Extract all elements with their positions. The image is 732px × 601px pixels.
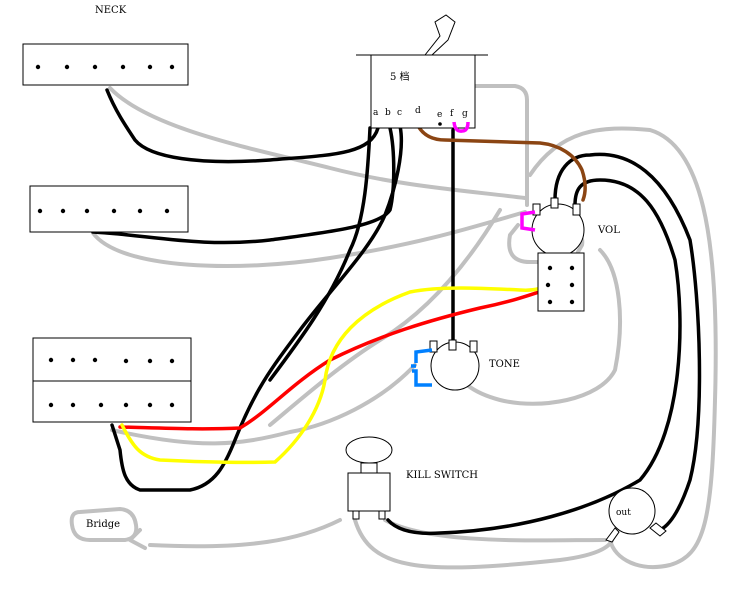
- kill-switch: [345, 436, 393, 520]
- hot-wire-diag-mid: [268, 126, 372, 382]
- lug-d: d: [415, 106, 421, 116]
- lug-f: f: [450, 109, 454, 119]
- middle-pickup: [29, 185, 189, 233]
- volume-magenta-cap: [520, 210, 536, 232]
- five-way-switch: [356, 14, 488, 129]
- tone-label: TONE: [489, 359, 520, 370]
- vol-label: VOL: [597, 225, 620, 236]
- bridge-humbucker: [32, 337, 192, 423]
- output-jack: [605, 487, 667, 543]
- ground-wires: [91, 84, 718, 570]
- ground-wire-bottom: [148, 518, 342, 549]
- hot-wire-middle: [91, 126, 396, 245]
- lug-e: e: [437, 110, 442, 120]
- terminal-block: [537, 252, 585, 312]
- lug-c: c: [397, 108, 402, 118]
- brown-wire: [415, 122, 587, 202]
- hot-wire-neck: [105, 88, 380, 164]
- ground-wire-neck: [108, 86, 527, 200]
- ground-wire-bottom-long: [353, 518, 615, 570]
- hot-wires: [91, 88, 702, 536]
- hot-wire-vol-inner: [386, 178, 682, 536]
- switch-magenta-jumper: [452, 121, 470, 133]
- ground-wire-right-loop: [528, 126, 718, 569]
- switch-lever: [423, 14, 456, 56]
- lug-a: a: [373, 108, 379, 118]
- hot-wire-bridge: [110, 124, 404, 492]
- kill-switch-label: KILL SWITCH: [406, 470, 478, 481]
- yellow-wire: [120, 281, 550, 465]
- volume-pot: [531, 197, 585, 257]
- ground-wire-middle: [91, 210, 527, 269]
- bridge-label: Bridge: [86, 519, 120, 530]
- switch-position-label: 5 档: [390, 70, 410, 83]
- switch-lug-labels: a b c d e f g: [373, 106, 468, 120]
- hot-wire-vol-to-out: [553, 152, 702, 532]
- bridge-label-bubble: [69, 506, 139, 542]
- ground-wire-humbucker: [110, 363, 417, 446]
- lug-b: b: [385, 108, 391, 118]
- out-label: out: [616, 508, 631, 518]
- ground-wire-kill-to-out: [383, 518, 607, 543]
- lug-g: g: [462, 109, 468, 119]
- ground-wire-right-inner: [453, 248, 622, 406]
- neck-label: NECK: [95, 5, 127, 16]
- tone-pot: [429, 339, 480, 391]
- tone-blue-cap: [411, 348, 433, 387]
- ground-wire-vol-to-tone: [507, 223, 542, 264]
- neck-pickup: [22, 43, 189, 86]
- ground-wire-switch-top: [434, 84, 529, 207]
